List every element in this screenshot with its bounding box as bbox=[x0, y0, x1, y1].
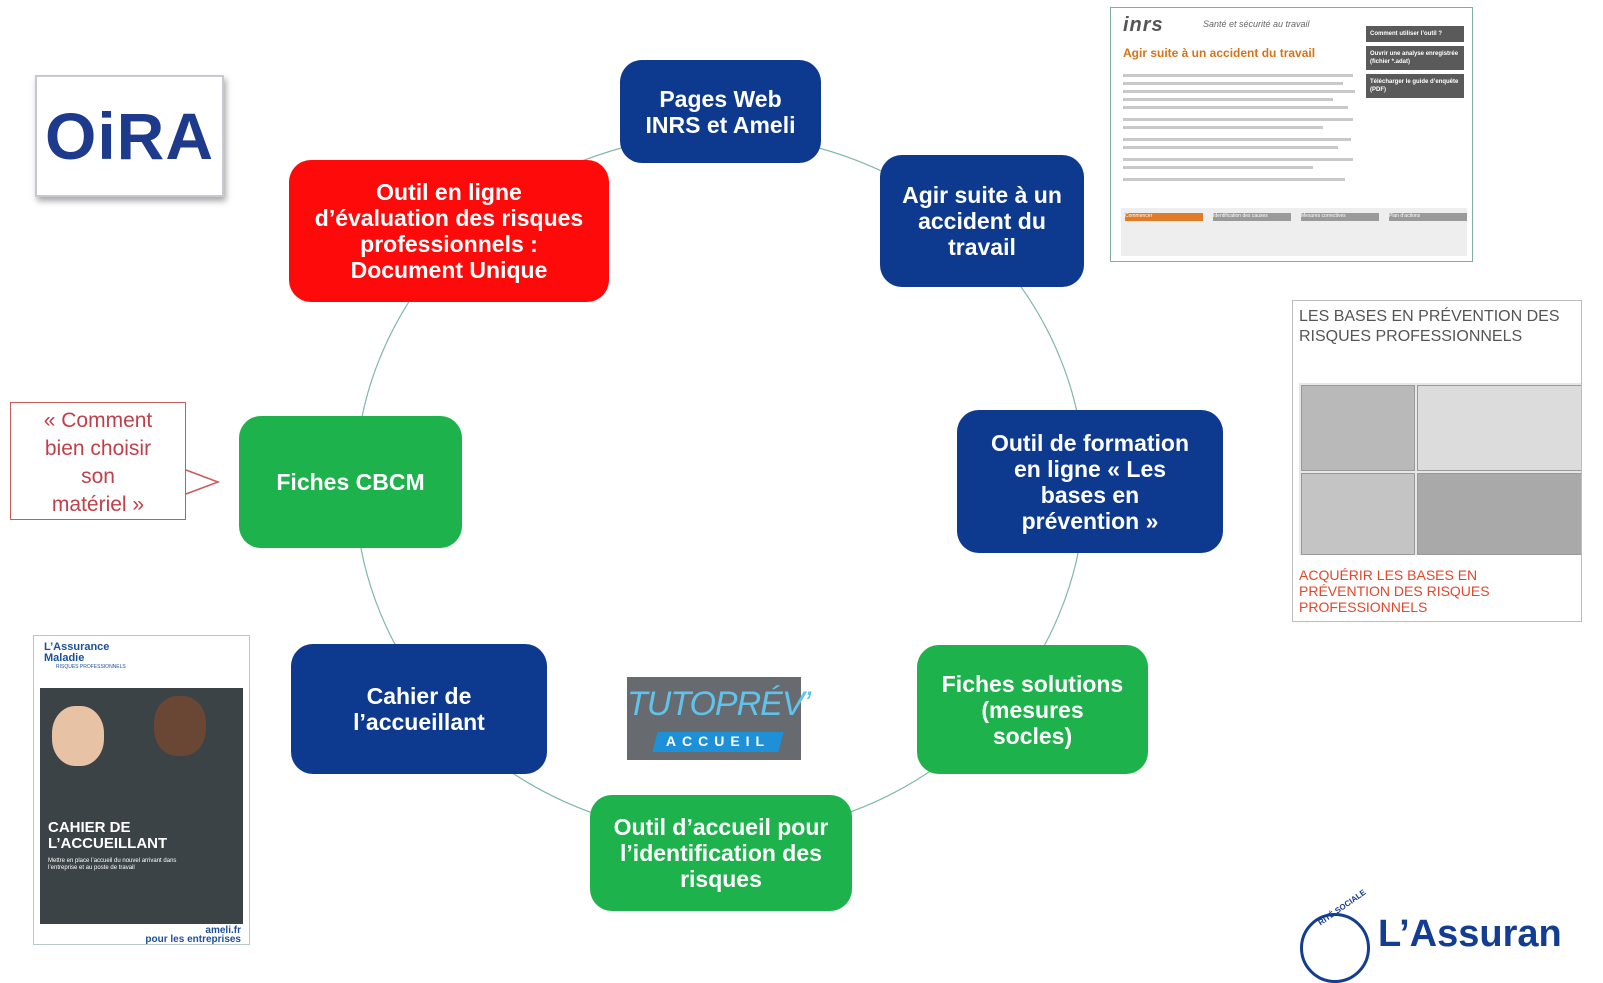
oira-logo: OiRA bbox=[35, 75, 224, 197]
callout-bien-choisir: « Comment bien choisir son matériel » bbox=[10, 402, 186, 520]
node-outil-accueil[interactable]: Outil d’accueil pour l’identification de… bbox=[590, 795, 852, 911]
inrs-logo: inrs bbox=[1123, 14, 1164, 36]
inrs-download-button[interactable]: Télécharger le guide d’enquête (PDF) bbox=[1366, 74, 1464, 98]
assurance-maladie-logo: RITÉ SOCIALE L’Assuran bbox=[1300, 888, 1603, 983]
node-cahier-accueillant[interactable]: Cahier de l’accueillant bbox=[291, 644, 547, 774]
node-fiches-cbcm[interactable]: Fiches CBCM bbox=[239, 416, 462, 548]
node-fiches-solutions[interactable]: Fiches solutions (mesures socles) bbox=[917, 645, 1148, 774]
tutoprev-logo: TUTOPRÉV’ ACCUEIL bbox=[627, 677, 811, 760]
node-outil-formation[interactable]: Outil de formation en ligne « Les bases … bbox=[957, 410, 1223, 553]
inrs-open-button[interactable]: Ouvrir une analyse enregistrée (fichier … bbox=[1366, 46, 1464, 70]
bases-illustration bbox=[1299, 383, 1581, 555]
inrs-agir-screenshot[interactable]: inrs Santé et sécurité au travail Agir s… bbox=[1110, 7, 1473, 262]
cahier-accueillant-cover[interactable]: L’Assurance Maladie RISQUES PROFESSIONNE… bbox=[33, 635, 250, 945]
bases-link[interactable]: ACQUÉRIR LES BASES EN PRÉVENTION DES RIS… bbox=[1299, 567, 1490, 615]
node-agir-accident[interactable]: Agir suite à un accident du travail bbox=[880, 155, 1084, 287]
inrs-help-button[interactable]: Comment utiliser l’outil ? bbox=[1366, 26, 1464, 42]
bases-prevention-card[interactable]: LES BASES EN PRÉVENTION DES RISQUES PROF… bbox=[1292, 300, 1582, 622]
node-document-unique[interactable]: Outil en ligne d’évaluation des risques … bbox=[289, 160, 609, 302]
node-pages-web[interactable]: Pages Web INRS et Ameli bbox=[620, 60, 821, 163]
